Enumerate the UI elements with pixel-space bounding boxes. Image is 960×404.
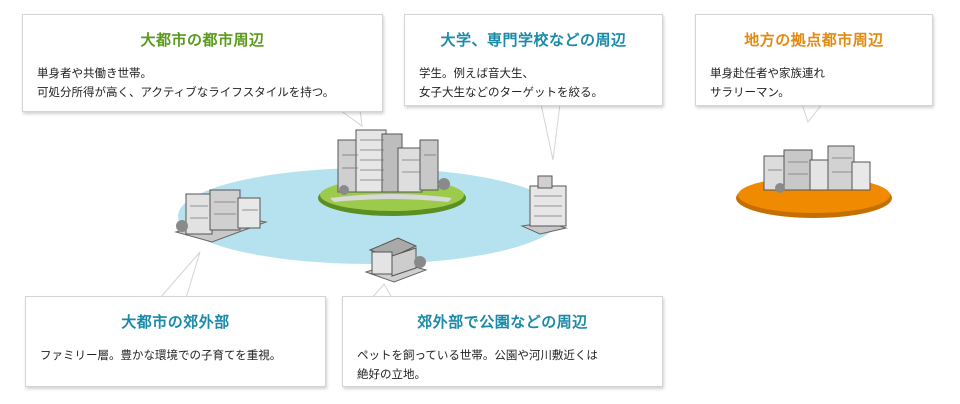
card-university: 大学、専門学校などの周辺 学生。例えば音大生、 女子大生などのターゲットを絞る。	[404, 14, 663, 106]
card-park: 郊外部で公園などの周辺 ペットを飼っている世帯。公園や河川敷近くは 絶好の立地。	[342, 296, 663, 387]
downtown-buildings-illustration	[318, 129, 466, 216]
card-city-center-body: 単身者や共働き世帯。 可処分所得が高く、アクティブなライフスタイルを持つ。	[37, 66, 335, 99]
card-regional-hub-title: 地方の拠点都市周辺	[744, 31, 884, 49]
pointer-city	[338, 109, 363, 128]
card-regional-hub-body: 単身赴任者や家族連れ サラリーマン。	[710, 66, 825, 99]
pointer-regional	[801, 103, 824, 124]
card-park-title: 郊外部で公園などの周辺	[417, 313, 588, 331]
house-illustration	[364, 237, 428, 283]
card-suburb-body: ファミリー層。豊かな環境での子育てを重視。	[40, 348, 282, 362]
pointer-univ	[540, 103, 561, 161]
card-city-center-title: 大都市の都市周辺	[140, 31, 265, 49]
card-university-body: 学生。例えば音大生、 女子大生などのターゲットを絞る。	[419, 66, 603, 99]
card-city-center: 大都市の都市周辺 単身者や共働き世帯。 可処分所得が高く、アクティブなライフスタ…	[22, 14, 383, 112]
suburban-apartments-illustration	[174, 189, 268, 243]
school-building-illustration	[520, 175, 568, 235]
card-park-body: ペットを飼っている世帯。公園や河川敷近くは 絶好の立地。	[357, 348, 598, 381]
regional-city-illustration	[736, 145, 892, 218]
pointer-suburb	[158, 251, 201, 299]
card-regional-hub: 地方の拠点都市周辺 単身赴任者や家族連れ サラリーマン。	[695, 14, 933, 106]
card-suburb: 大都市の郊外部 ファミリー層。豊かな環境での子育てを重視。	[25, 296, 326, 387]
card-suburb-title: 大都市の郊外部	[121, 313, 230, 331]
card-university-title: 大学、専門学校などの周辺	[440, 31, 627, 49]
water-ellipse	[178, 168, 562, 264]
